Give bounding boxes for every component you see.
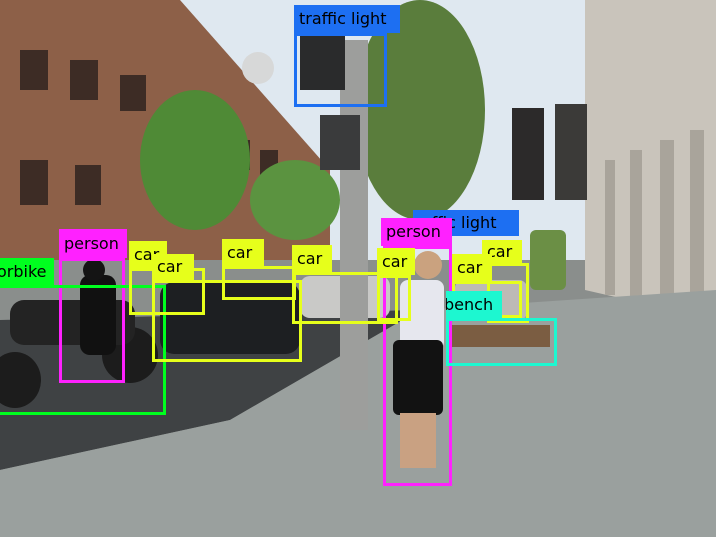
pedestrian-shirt xyxy=(400,280,444,350)
banner xyxy=(555,104,587,200)
right-building-columns xyxy=(605,130,704,305)
tree-middle xyxy=(250,160,340,240)
pedestrian-legs xyxy=(400,413,436,468)
rider-helmet xyxy=(83,259,105,281)
pedestrian-head xyxy=(414,251,442,279)
tree-right xyxy=(355,0,485,220)
tree-left xyxy=(140,90,250,230)
car xyxy=(160,282,300,354)
car xyxy=(455,280,527,320)
motorbike-wheel xyxy=(0,352,41,408)
traffic-light-housing xyxy=(300,30,345,90)
planter xyxy=(530,230,566,290)
pole xyxy=(340,40,368,430)
right-building xyxy=(585,0,716,320)
left-building-windows xyxy=(20,50,278,205)
traffic-light-housing xyxy=(320,115,360,170)
banner xyxy=(512,108,544,200)
bench xyxy=(450,325,550,347)
pedestrian-skirt xyxy=(393,340,443,415)
rider xyxy=(80,275,116,355)
motorbike-body xyxy=(10,300,135,345)
camera xyxy=(242,52,274,84)
